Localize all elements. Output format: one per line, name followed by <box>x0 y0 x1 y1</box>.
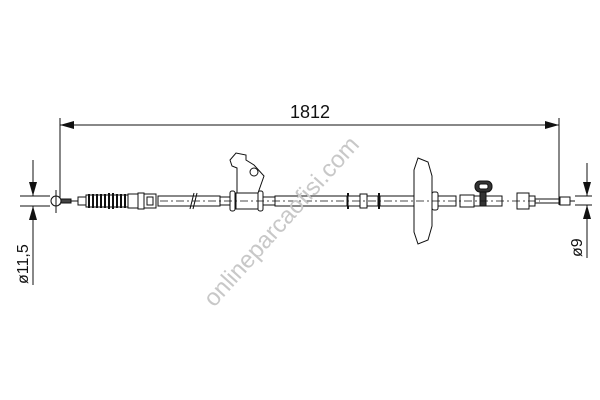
rubber-boot <box>77 193 129 209</box>
length-dimension: 1812 <box>59 102 560 205</box>
left-diameter-dimension: ø11,5 <box>15 160 50 285</box>
left-fitting <box>127 193 139 209</box>
right-diameter-dimension: ø9 <box>569 163 592 258</box>
length-label: 1812 <box>290 102 330 122</box>
right-end-nipple <box>559 196 571 206</box>
right-diameter-label: ø9 <box>569 238 586 257</box>
left-diameter-label: ø11,5 <box>15 244 32 284</box>
watermark: onlineparcaofisi.com <box>198 131 364 312</box>
mounting-bracket <box>229 152 265 194</box>
